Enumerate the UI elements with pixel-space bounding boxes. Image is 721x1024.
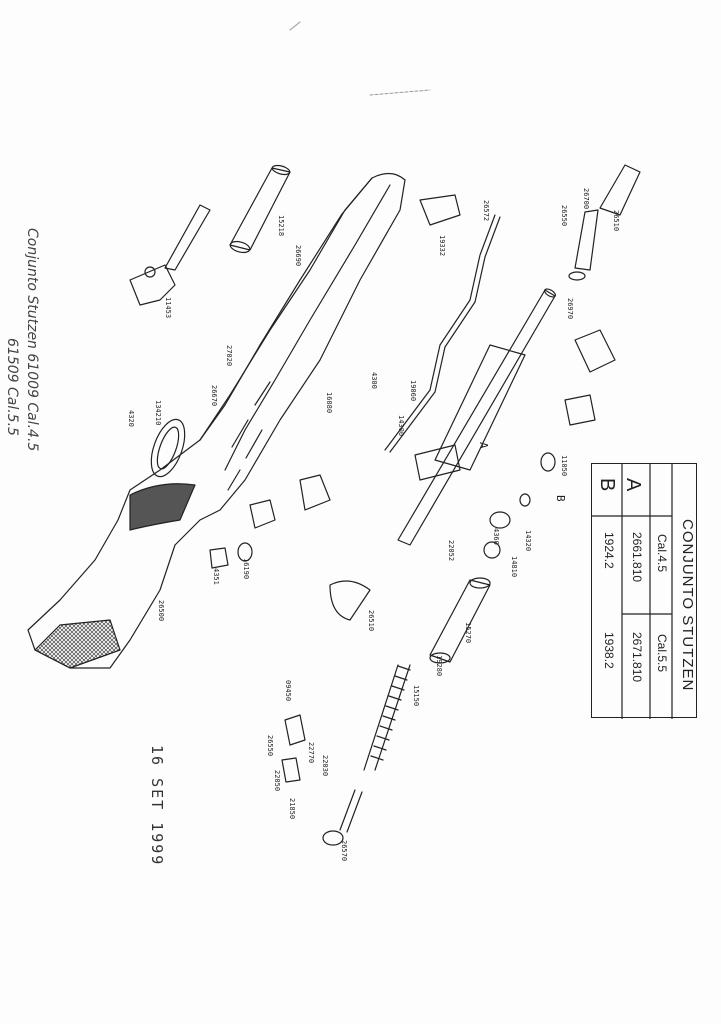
label-21850: 21850 <box>288 798 296 820</box>
row-A-cal45: 2661.810 <box>630 532 644 583</box>
label-26550b: 26550 <box>266 735 274 757</box>
label-26510: 26510 <box>612 210 620 232</box>
compression-tube-15270 <box>429 579 491 663</box>
label-11050: 11050 <box>560 455 568 477</box>
col-header-cal45: Cal.4.5 <box>655 534 669 573</box>
label-15150: 15150 <box>412 685 420 707</box>
label-26670: 26670 <box>210 385 218 407</box>
label-26970: 26970 <box>566 298 574 320</box>
label-27020: 27020 <box>225 345 233 367</box>
label-26510b: 26510 <box>367 610 375 632</box>
label-15270: 15270 <box>464 622 472 644</box>
label-4320: 4320 <box>127 410 135 427</box>
label-09450: 09450 <box>284 680 292 702</box>
label-16080: 16080 <box>325 392 333 414</box>
row-key-A: A <box>622 478 644 492</box>
label-11453: 11453 <box>164 297 172 319</box>
mount-19332 <box>419 194 461 226</box>
rod-26572 <box>384 214 496 451</box>
label-26570: 26570 <box>340 840 348 862</box>
barrel <box>397 289 556 546</box>
row-B-cal45: 1924.2 <box>602 532 616 569</box>
guide-rod-26570 <box>339 789 363 833</box>
label-26550: 26550 <box>560 205 568 227</box>
stock <box>27 172 406 669</box>
label-16190: 16190 <box>242 558 250 580</box>
table-title: CONJUNTO STUTZEN <box>679 519 696 692</box>
label-14320: 14320 <box>524 530 532 552</box>
row-key-B: B <box>596 478 618 492</box>
conjunto-table: CONJUNTO STUTZEN Cal.4.5 Cal.5.5 A B 266… <box>591 463 697 719</box>
label-19280: 19280 <box>435 655 443 677</box>
label-4300: 4300 <box>370 372 378 389</box>
label-22050: 22050 <box>273 770 281 792</box>
row-B-cal55: 1938.2 <box>602 632 616 669</box>
mainspring-15150 <box>363 664 411 771</box>
label-14300: 14300 <box>397 415 405 437</box>
label-4351: 4351 <box>212 568 220 585</box>
label-A: A <box>477 442 490 449</box>
label-26572: 26572 <box>482 200 490 222</box>
table-grid <box>592 464 673 719</box>
trigger-assembly-11453 <box>164 204 211 271</box>
row-A-cal55: 2671.810 <box>630 632 644 683</box>
label-19060: 19060 <box>409 380 417 402</box>
label-22030: 22030 <box>321 755 329 777</box>
label-26700: 26700 <box>582 188 590 210</box>
col-header-cal55: Cal.5.5 <box>655 634 669 673</box>
label-19332: 19332 <box>438 235 446 257</box>
label-B: B <box>554 495 567 502</box>
date-stamp: 16 SET 1999 <box>148 745 166 867</box>
cylinder-15218 <box>229 167 291 251</box>
label-15218: 15218 <box>277 215 285 237</box>
label-22052: 22052 <box>447 540 455 562</box>
label-134210: 134210 <box>154 400 162 426</box>
label-4360: 4360 <box>492 528 500 545</box>
label-26500: 26500 <box>157 600 165 622</box>
front-sight-assembly <box>599 164 641 216</box>
label-14810: 14810 <box>510 556 518 578</box>
label-22770: 22770 <box>307 742 315 764</box>
label-26690: 26690 <box>294 245 302 267</box>
